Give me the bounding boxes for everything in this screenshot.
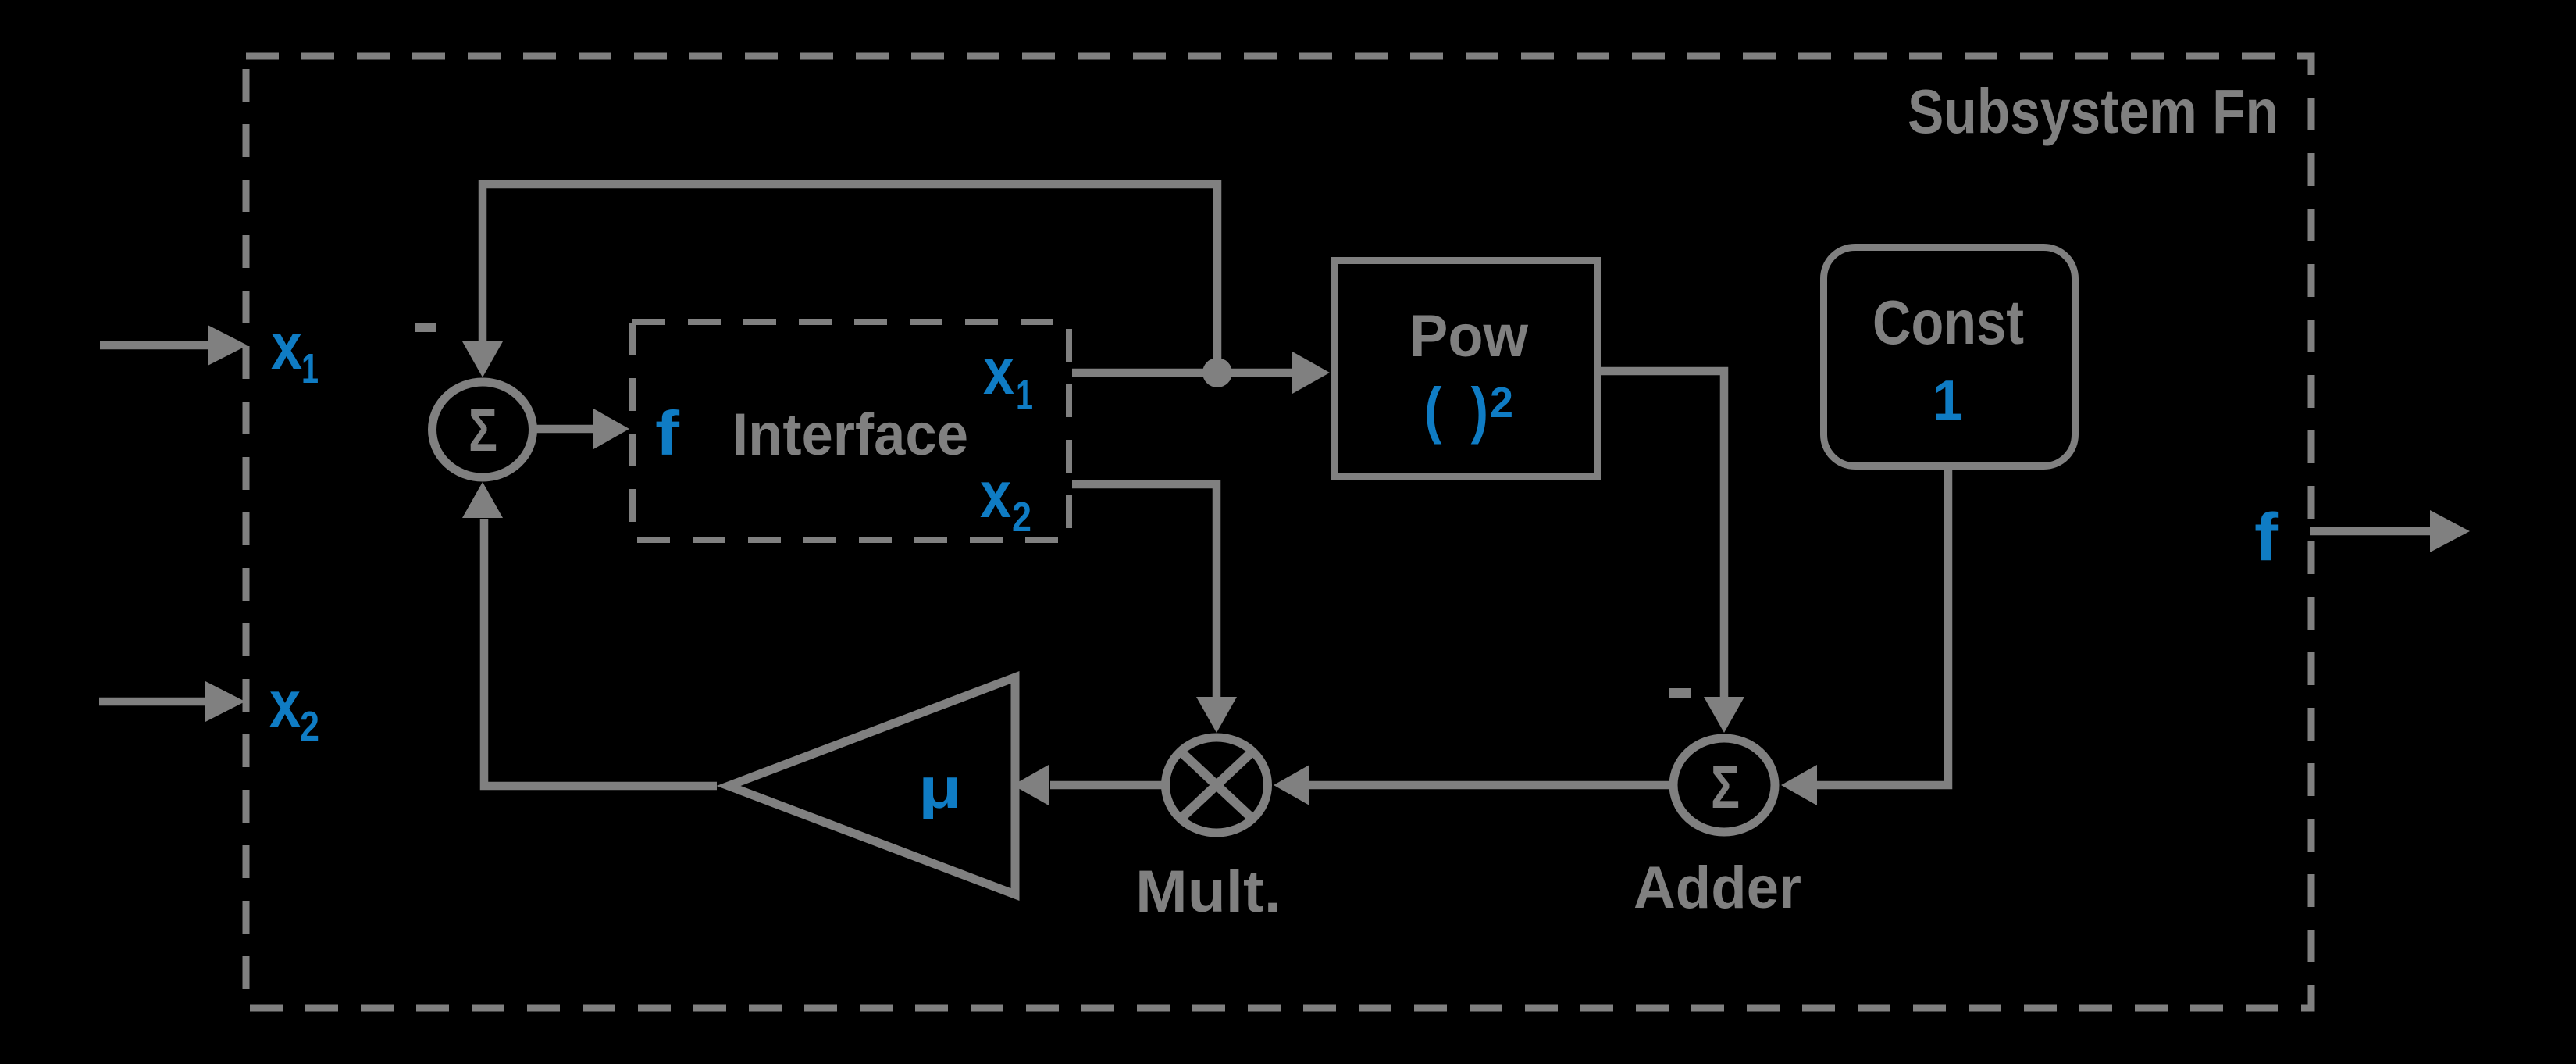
svg-text:x: x [983, 334, 1014, 408]
svg-text:μ: μ [918, 757, 962, 820]
svg-text:Adder: Adder [1634, 855, 1801, 921]
svg-text:Σ: Σ [1711, 754, 1740, 821]
svg-text:( ): ( ) [1424, 375, 1488, 445]
svg-text:1: 1 [1933, 370, 1963, 432]
svg-text:1: 1 [1016, 372, 1033, 419]
svg-text:Subsystem Fn: Subsystem Fn [1908, 77, 2278, 146]
svg-text:Mult.: Mult. [1135, 859, 1281, 925]
svg-text:Σ: Σ [469, 397, 497, 464]
svg-text:f: f [2254, 500, 2278, 575]
svg-text:Interface: Interface [732, 402, 968, 468]
svg-text:x: x [269, 667, 301, 741]
svg-text:x: x [271, 309, 302, 383]
svg-text:f: f [655, 398, 679, 468]
svg-text:1: 1 [301, 345, 319, 392]
svg-text:x: x [980, 458, 1011, 531]
svg-text:Pow: Pow [1409, 303, 1529, 370]
svg-text:2: 2 [1012, 494, 1031, 541]
svg-text:2: 2 [1490, 378, 1513, 427]
svg-text:Const: Const [1872, 287, 2024, 357]
svg-text:2: 2 [300, 703, 319, 750]
